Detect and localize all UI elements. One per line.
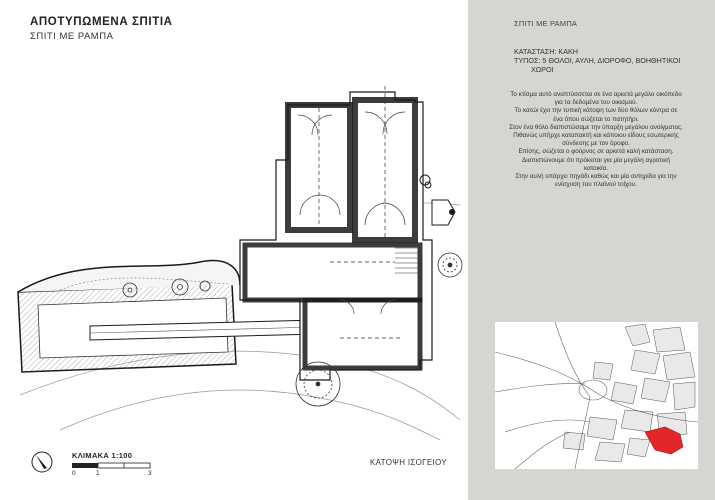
info-status: ΚΑΤΑΣΤΑΣΗ: ΚΑΚΗ	[514, 47, 578, 56]
location-marker	[644, 426, 684, 455]
desc-line: Επίσης, σώζεται ο φούρνος σε αρκετά καλή…	[518, 148, 674, 156]
desc-line: ένα όπου σώζεται το πατητήρι.	[553, 115, 639, 123]
desc-line: Στην αυλή υπάρχει πηγάδι καθώς και μία α…	[515, 173, 677, 181]
scale-tick-3: 3	[148, 470, 152, 477]
info-description: Το κτίσμα αυτό αναπτύσσεται σε ένα αρκετ…	[496, 91, 696, 189]
building-walls	[239, 91, 433, 381]
floor-plan	[17, 86, 463, 440]
info-type: ΤΥΠΟΣ: 5 ΘΟΛΟΙ, ΑΥΛΗ, ΔΙΟΡΟΦΟ, ΒΟΗΘΗΤΙΚΟ…	[514, 56, 704, 74]
desc-line: σύνδεσης με τον όροφο.	[562, 140, 630, 148]
desc-line: Στον ένα θόλο διαπιστώσαμε την ύπαρξη με…	[509, 123, 683, 131]
desc-line: Πιθανώς υπήρχε καταπακτή και κάποιου είδ…	[513, 132, 679, 140]
desc-line: κατοικία.	[584, 164, 608, 172]
location-map	[495, 322, 698, 469]
scale-block: ΚΛΙΜΑΚΑ 1:100 0 1 3	[30, 450, 170, 490]
scale-label: ΚΛΙΜΑΚΑ 1:100	[72, 451, 133, 460]
ramp	[17, 259, 319, 373]
desc-line: για τα δεδομένα του οικισμού.	[554, 99, 638, 107]
north-arrow-icon	[31, 451, 53, 473]
desc-line: Διαπιστώνουμε ότι πρόκειται για μία μεγά…	[522, 156, 670, 164]
door-swings	[297, 111, 406, 315]
scale-tick-0: 0	[72, 470, 76, 477]
scale-bar	[72, 462, 151, 469]
page-subtitle: ΣΠΙΤΙ ΜΕ ΡΑΜΠΑ	[30, 31, 114, 42]
desc-line: Το κατώι έχει την τυπική κάτοψη των δύο …	[514, 107, 678, 115]
desc-line: Το κτίσμα αυτό αναπτύσσεται σε ένα αρκετ…	[510, 91, 682, 98]
desc-line: ενίσχυση του πλαϊνού τοίχου.	[555, 181, 637, 189]
oven	[419, 174, 432, 189]
stairs	[395, 247, 418, 274]
buttress	[431, 199, 456, 226]
info-title: ΣΠΙΤΙ ΜΕ ΡΑΜΠΑ	[514, 19, 578, 28]
info-type-line2: ΧΩΡΟΙ	[531, 65, 554, 74]
trees	[295, 252, 463, 407]
plan-caption: ΚΑΤΟΨΗ ΙΣΟΓΕΙΟΥ	[370, 458, 447, 467]
vault-axes	[318, 86, 400, 339]
map-roads	[495, 322, 698, 469]
courtyard-plants	[122, 278, 211, 298]
scale-tick-1: 1	[96, 470, 100, 477]
page-title: ΑΠΟΤΥΠΩΜΕΝΑ ΣΠΙΤΙΑ	[30, 16, 173, 28]
info-type-line1: ΤΥΠΟΣ: 5 ΘΟΛΟΙ, ΑΥΛΗ, ΔΙΟΡΟΦΟ, ΒΟΗΘΗΤΙΚΟ…	[514, 56, 681, 65]
